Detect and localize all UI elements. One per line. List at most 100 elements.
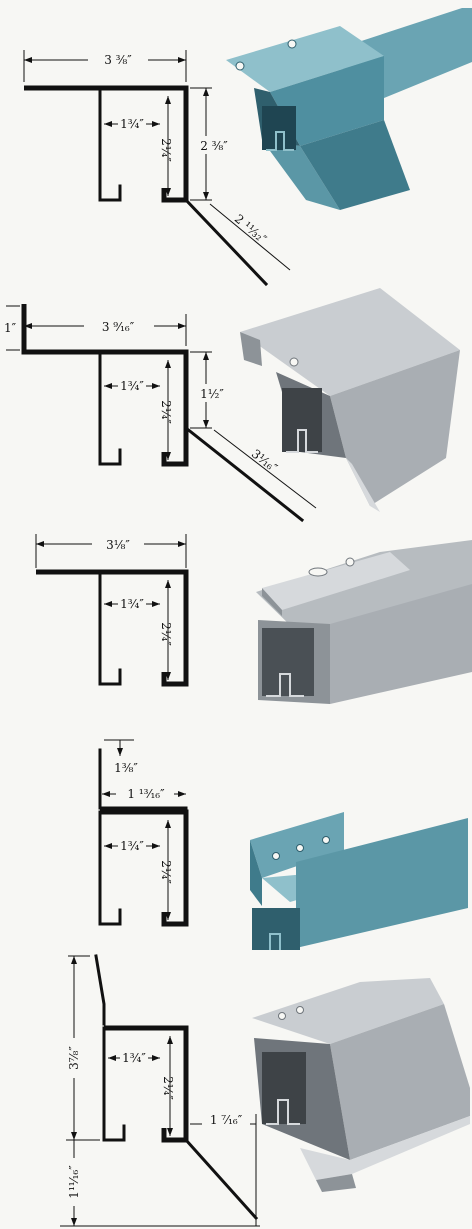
arrow-head bbox=[178, 791, 186, 797]
arrow-head bbox=[104, 601, 112, 607]
arrow-head bbox=[102, 791, 110, 797]
arrow-head bbox=[165, 580, 171, 588]
arrow-head bbox=[152, 843, 160, 849]
channel-profile-left bbox=[102, 1026, 126, 1142]
label-bg bbox=[202, 1110, 250, 1130]
profile-2: 1″ 3 ⁹⁄₁₆″ 1¾″ 2¼″ 1½″ 3⅟₁₆″ bbox=[0, 280, 472, 530]
profile-5: 3⅞″ 1¹¹⁄₁₆″ 1¾″ 2¼″ 1 ⁷⁄₁₆″ bbox=[0, 948, 472, 1229]
arrow-head bbox=[178, 57, 186, 63]
profile-1: 3 ⅜″ 1¾″ 2¼″ 2 ⅜″ 2 ¹¹⁄₃₂″ bbox=[0, 0, 472, 300]
dim-line bbox=[213, 429, 317, 509]
dim-inner-width: 1¾″ bbox=[120, 839, 144, 853]
label-bg bbox=[118, 376, 146, 394]
upper-lip bbox=[94, 954, 106, 1026]
label-bg bbox=[84, 316, 154, 336]
dim-inner-height: 2¼″ bbox=[159, 622, 173, 646]
arrow-head bbox=[165, 912, 171, 920]
dim-bracket-height: 1⅜″ bbox=[114, 761, 138, 775]
channel-profile-left bbox=[98, 570, 122, 686]
dim-line bbox=[209, 203, 291, 271]
arrow-head bbox=[24, 57, 32, 63]
arrow-head bbox=[165, 188, 171, 196]
label-bg bbox=[62, 1158, 84, 1206]
arrow-head bbox=[104, 383, 112, 389]
dim-lip: 1″ bbox=[4, 321, 17, 335]
label-bg bbox=[64, 1038, 84, 1078]
dim-top-width: 3 ⁹⁄₁₆″ bbox=[102, 320, 135, 334]
label-bg bbox=[198, 384, 228, 402]
arrow-head bbox=[152, 601, 160, 607]
profile-3: 3⅛″ 1¾″ 2¼″ bbox=[0, 524, 472, 724]
dim-inner-height: 2¼″ bbox=[159, 400, 173, 424]
arrow-head bbox=[117, 748, 123, 756]
arrow-head bbox=[203, 420, 209, 428]
arrow-head bbox=[152, 383, 160, 389]
label-bg bbox=[196, 136, 232, 154]
profile-5-drawing: 3⅞″ 1¹¹⁄₁₆″ 1¾″ 2¼″ 1 ⁷⁄₁₆″ bbox=[60, 954, 470, 1227]
arrow-head bbox=[167, 1036, 173, 1044]
dim-inner-height: 2¼″ bbox=[159, 138, 173, 162]
label-bg bbox=[116, 784, 174, 804]
track-illustration-5 bbox=[252, 978, 470, 1192]
label-bg bbox=[92, 534, 144, 554]
label-bg bbox=[88, 48, 148, 68]
arrow-head bbox=[203, 192, 209, 200]
dim-inner-height: 2¼″ bbox=[161, 1076, 175, 1100]
dim-inner-width: 1¾″ bbox=[120, 597, 144, 611]
label-bg bbox=[118, 594, 146, 612]
dim-flange: 2 ¹¹⁄₃₂″ bbox=[232, 212, 270, 247]
profile-4: 1⅜″ 1 ¹³⁄₁₆″ 1¾″ 2¼″ bbox=[0, 730, 472, 950]
arrow-head bbox=[152, 121, 160, 127]
channel-profile-left bbox=[98, 86, 122, 202]
channel-profile bbox=[21, 304, 189, 467]
arrow-head bbox=[108, 1055, 116, 1061]
dim-side-height: 1½″ bbox=[200, 387, 224, 401]
arrow-head bbox=[165, 360, 171, 368]
arrow-head bbox=[24, 323, 32, 329]
arrow-head bbox=[36, 541, 44, 547]
dim-flange: 3⅟₁₆″ bbox=[249, 447, 281, 476]
track-illustration-2 bbox=[240, 288, 460, 512]
channel-profile bbox=[100, 809, 189, 927]
dim-top-width: 3 ⅜″ bbox=[104, 53, 132, 67]
arrow-head bbox=[203, 88, 209, 96]
arrow-head bbox=[71, 1132, 77, 1140]
arrow-head bbox=[104, 121, 112, 127]
dim-total-height: 3⅞″ bbox=[67, 1046, 81, 1070]
profile-3-drawing: 3⅛″ 1¾″ 2¼″ bbox=[35, 534, 472, 704]
arrow-head bbox=[104, 843, 112, 849]
arrow-head bbox=[71, 956, 77, 964]
arrow-head bbox=[165, 96, 171, 104]
dim-bottom: 1¹¹⁄₁₆″ bbox=[67, 1165, 81, 1199]
dim-inner-width: 1¾″ bbox=[122, 1051, 146, 1065]
arrow-head bbox=[203, 352, 209, 360]
dim-top-width: 3⅛″ bbox=[106, 538, 130, 552]
arrow-head bbox=[167, 1128, 173, 1136]
arrow-head bbox=[165, 820, 171, 828]
arrow-head bbox=[165, 452, 171, 460]
channel-profile-left bbox=[98, 350, 122, 466]
track-illustration-3 bbox=[256, 540, 472, 704]
track-illustration-1 bbox=[226, 8, 472, 210]
arrow-head bbox=[178, 541, 186, 547]
profile-1-drawing: 3 ⅜″ 1¾″ 2¼″ 2 ⅜″ 2 ¹¹⁄₃₂″ bbox=[23, 8, 472, 287]
label-bg bbox=[120, 1048, 148, 1066]
track-illustration-4 bbox=[250, 812, 468, 950]
arrow-head bbox=[71, 1218, 77, 1226]
profile-2-drawing: 1″ 3 ⁹⁄₁₆″ 1¾″ 2¼″ 1½″ 3⅟₁₆″ bbox=[4, 288, 460, 523]
channel-profile-left bbox=[98, 810, 122, 926]
profile-4-drawing: 1⅜″ 1 ¹³⁄₁₆″ 1¾″ 2¼″ bbox=[98, 739, 468, 950]
dim-side-height: 2 ⅜″ bbox=[200, 139, 228, 153]
label-bg bbox=[118, 114, 146, 132]
channel-profile bbox=[36, 569, 189, 687]
arrow-head bbox=[152, 1055, 160, 1061]
flange-line bbox=[183, 425, 305, 523]
dim-inner-width: 1¾″ bbox=[120, 379, 144, 393]
arrow-head bbox=[165, 672, 171, 680]
dim-inner-width: 1¾″ bbox=[120, 117, 144, 131]
label-bg bbox=[118, 836, 146, 854]
dim-flange: 1 ⁷⁄₁₆″ bbox=[210, 1113, 243, 1127]
dim-top-width: 1 ¹³⁄₁₆″ bbox=[127, 787, 165, 801]
arrow-head bbox=[178, 323, 186, 329]
flange-line bbox=[183, 197, 269, 287]
